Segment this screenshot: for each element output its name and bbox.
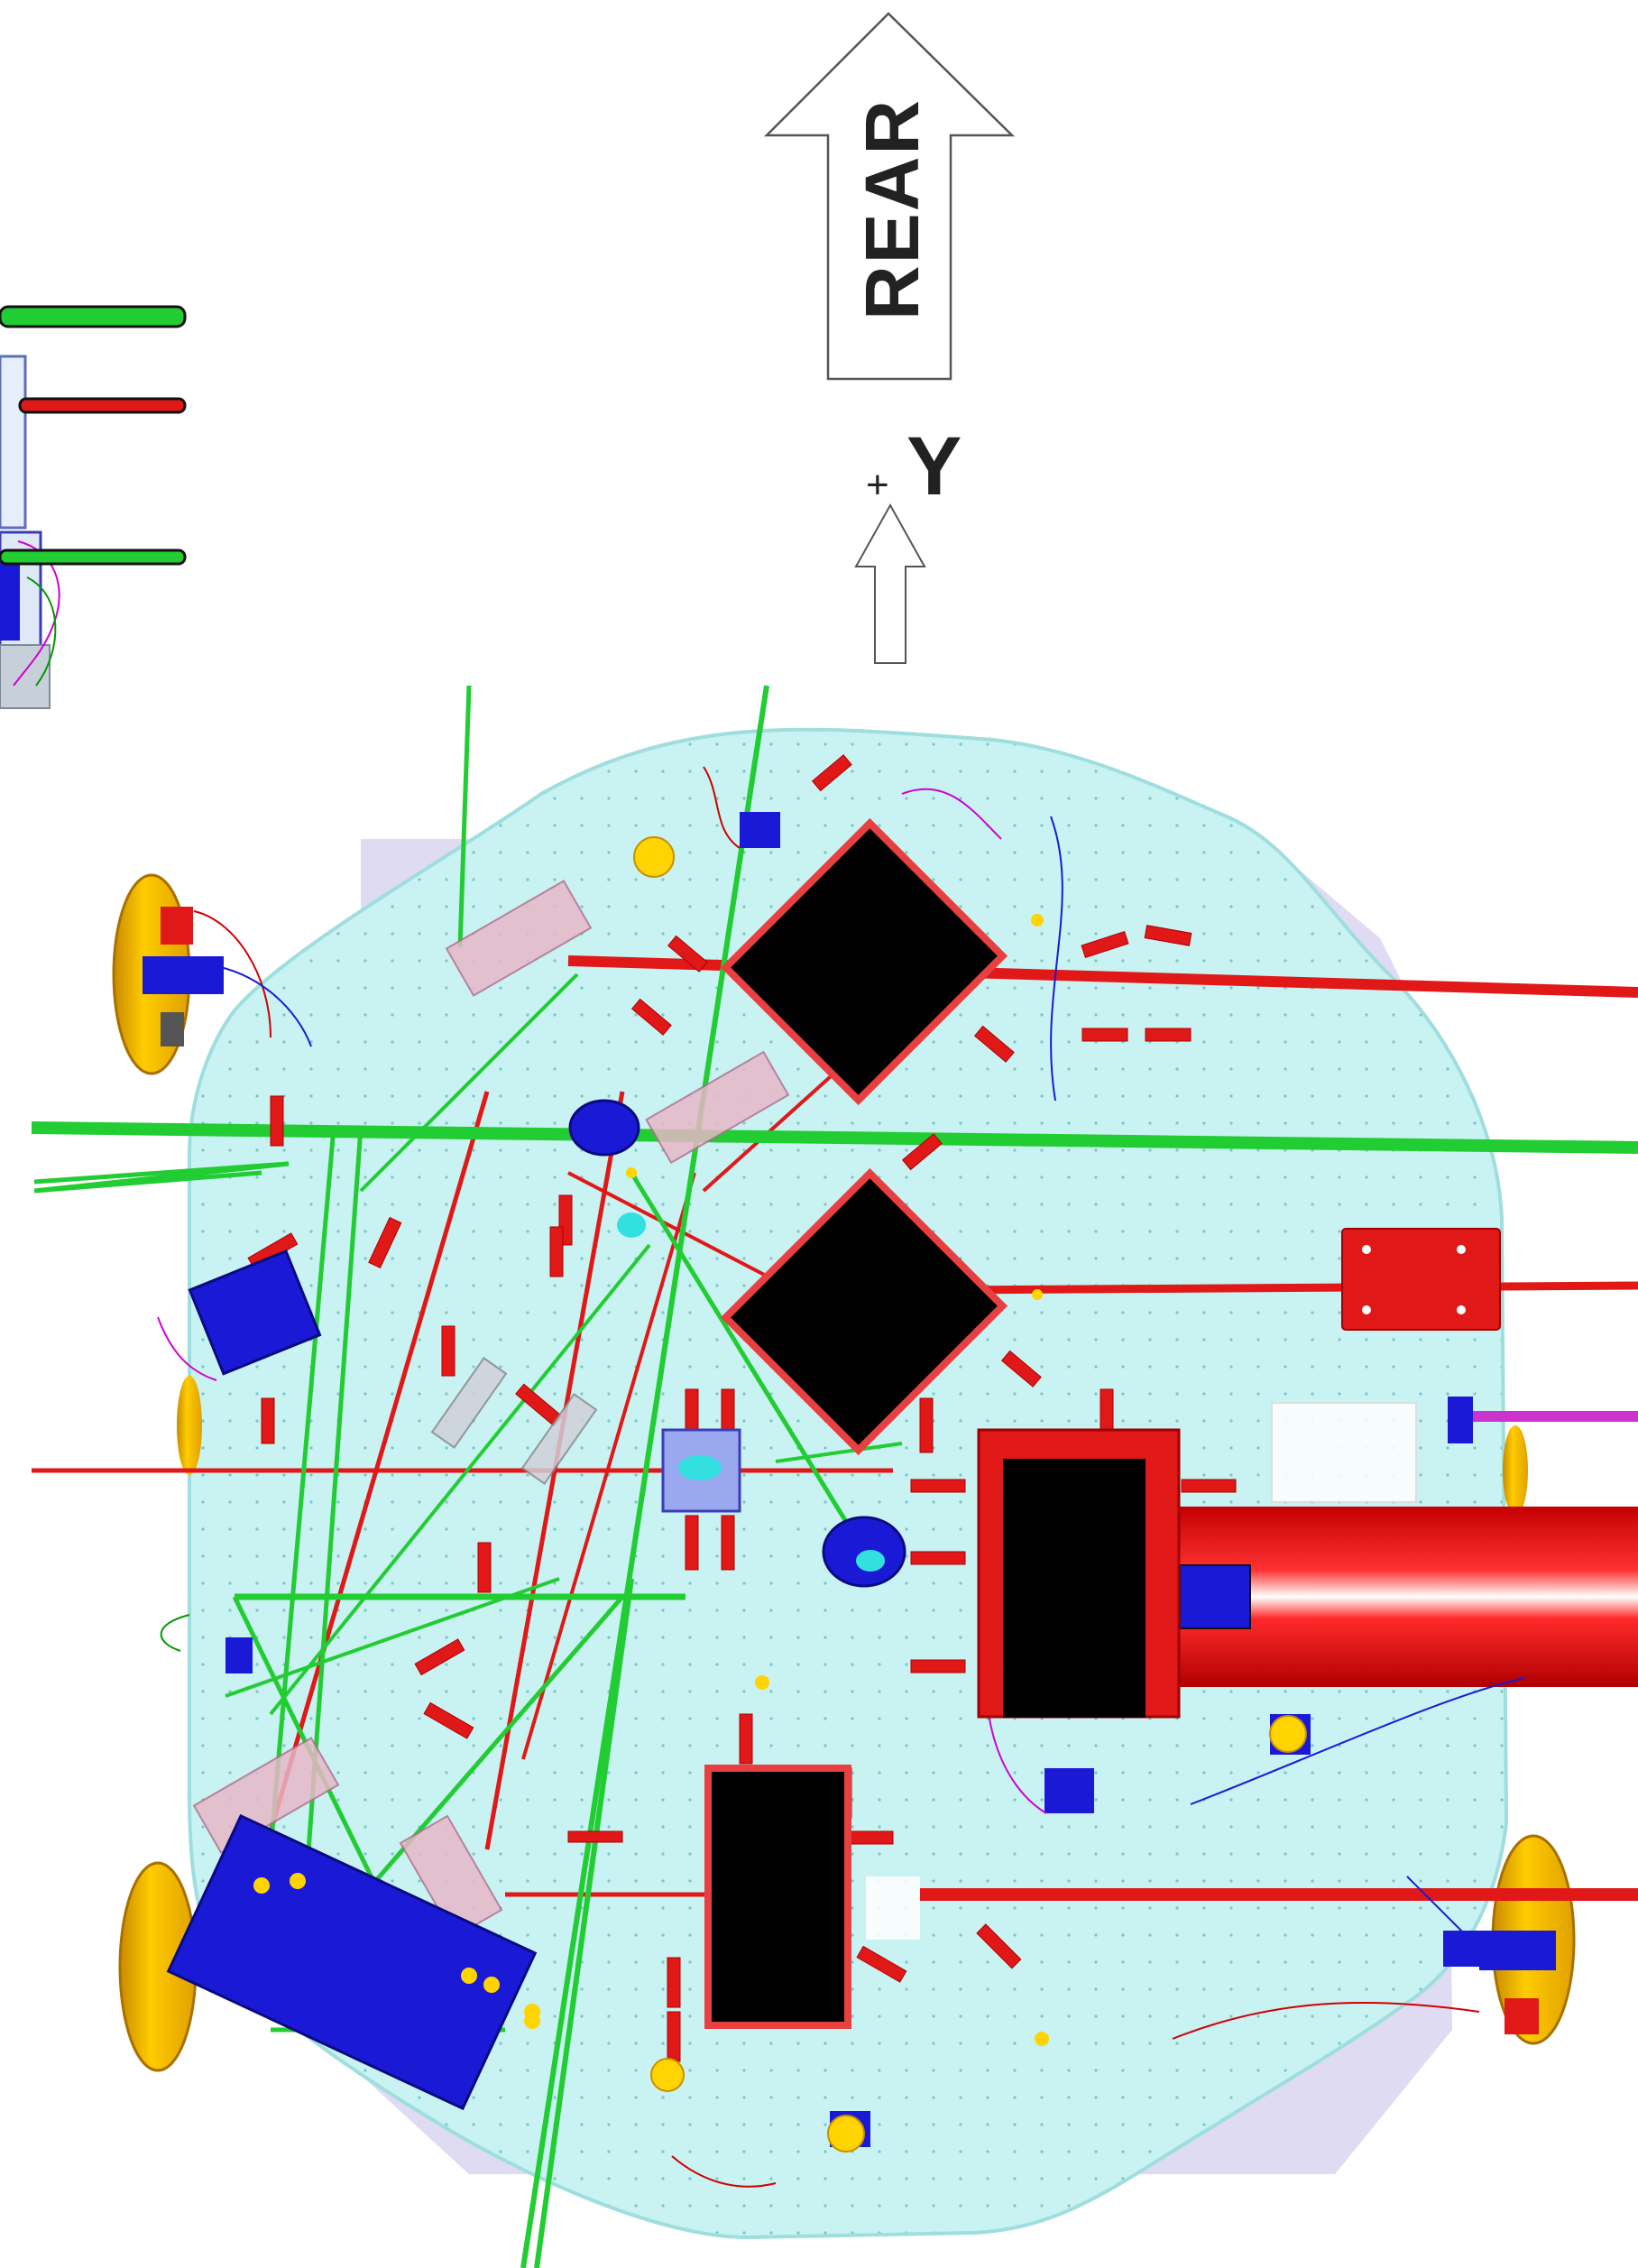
axis-indicator: + Y: [854, 420, 962, 664]
flange-mid-right: [1503, 1425, 1528, 1516]
flange-top-left: [112, 873, 224, 1075]
magenta-beam: [1448, 1397, 1638, 1443]
rear-label: REAR: [850, 98, 934, 320]
vacuum-flange-icon: [177, 1376, 202, 1475]
beam-red-stub: [18, 397, 187, 414]
mounting-plate-right: [1341, 1228, 1501, 1331]
axis-sign: +: [866, 463, 889, 507]
flange-mid-left: [177, 1376, 202, 1475]
cables: [157, 766, 1525, 2188]
optical-mounts: [247, 754, 1237, 2062]
axis-arrow-icon: [854, 502, 926, 664]
direction-arrow-icon: [763, 12, 1016, 381]
blue-components: [166, 812, 1484, 2153]
beam-green-stub: [0, 305, 187, 328]
beam-green-stub: [0, 549, 187, 566]
laser-beam: [946, 1281, 1638, 1295]
laser-beam: [31, 1121, 1638, 1154]
component-housings: [192, 880, 1417, 1940]
redacted-component-icon: [977, 1428, 1181, 1719]
beam-tube: [1173, 1507, 1638, 1687]
vacuum-flange-icon: [1503, 1425, 1528, 1516]
redacted-component-icon: [720, 1167, 1008, 1456]
axis-name: Y: [906, 420, 962, 512]
redacted-component-icon: [720, 817, 1008, 1106]
redacted-components: [704, 817, 1181, 2029]
partial-assembly-top-left: [0, 305, 187, 709]
vacuum-flanges: [112, 873, 1576, 2072]
flange-bottom-right: [1479, 1834, 1576, 2045]
rear-direction-arrow: REAR: [763, 12, 1016, 381]
redacted-component-icon: [704, 1765, 851, 2029]
